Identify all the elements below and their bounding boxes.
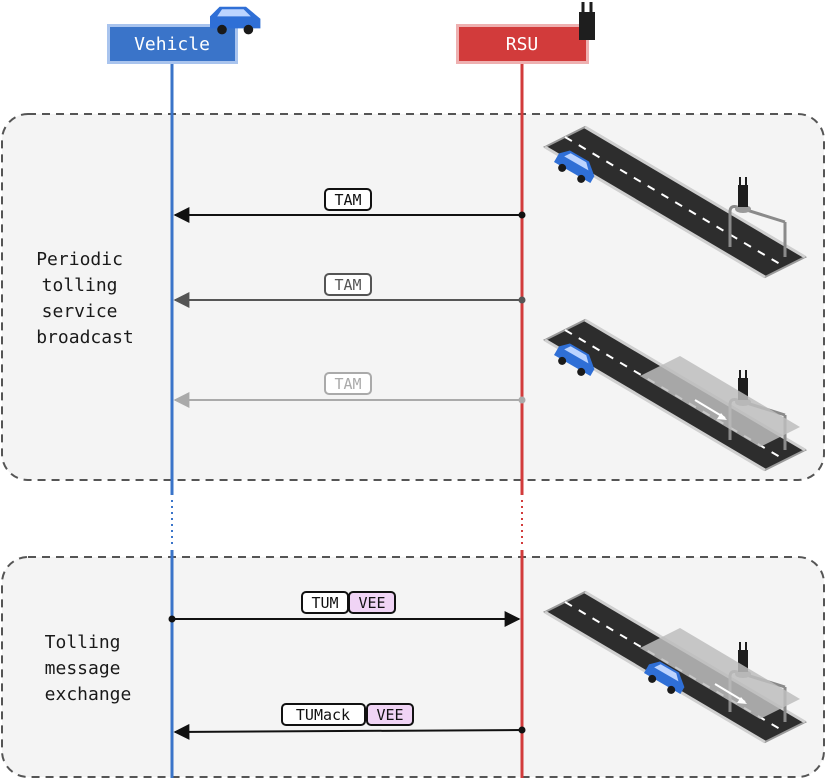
message-tam-3: TAM: [173, 372, 526, 408]
road-scene-zone-image: [543, 318, 807, 472]
tam-3-label: TAM: [334, 375, 361, 393]
tum-vee-tag: VEE: [358, 594, 385, 612]
tumack-vee-tag: VEE: [376, 706, 403, 724]
tumack-label: TUMack: [296, 706, 350, 724]
rsu-label: RSU: [506, 34, 539, 55]
rsu-device-icon: [579, 2, 595, 40]
message-tum: TUM VEE: [168, 591, 521, 627]
message-tumack: TUMack VEE: [173, 703, 526, 740]
tum-label: TUM: [311, 594, 338, 612]
vehicle-label: Vehicle: [134, 34, 210, 55]
rsu-actor: RSU: [456, 24, 589, 64]
message-tam-1: TAM: [173, 188, 526, 223]
tam-1-label: TAM: [334, 191, 361, 209]
broadcast-section-label: Periodic tolling service broadcast: [36, 249, 134, 348]
road-scene-in-zone-image: [543, 590, 807, 744]
vehicle-actor: Vehicle: [107, 24, 238, 64]
tam-2-label: TAM: [334, 276, 361, 294]
exchange-section-label: Tolling message exchange: [45, 632, 132, 705]
broadcast-section-box: [1, 113, 825, 481]
vehicle-car-icon: [210, 6, 261, 35]
message-tam-2: TAM: [173, 273, 526, 308]
